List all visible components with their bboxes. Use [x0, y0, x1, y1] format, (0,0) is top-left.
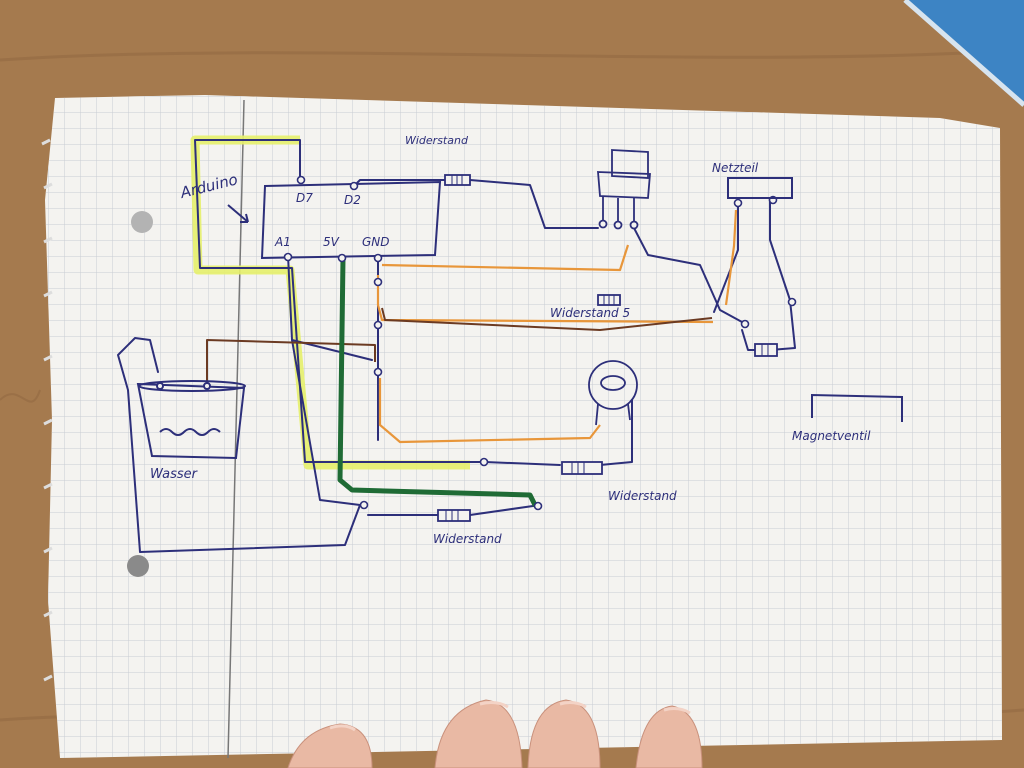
pad-d2	[349, 181, 359, 191]
pad-a1	[283, 252, 293, 262]
label-solenoid-valve: Magnetventil	[792, 429, 871, 443]
buzzer-component	[588, 360, 638, 426]
label-5v: 5V	[323, 235, 340, 249]
wires-orange	[376, 209, 738, 444]
label-d2: D2	[344, 193, 361, 207]
wire-d7	[194, 139, 481, 463]
label-d7: D7	[296, 191, 313, 205]
arduino-arrow	[227, 204, 249, 223]
label-power-supply: Netzteil	[712, 161, 759, 175]
fingers	[287, 699, 703, 768]
water-container	[136, 380, 246, 460]
label-a1: A1	[274, 235, 291, 249]
margin-line	[227, 99, 245, 759]
label-resistor-top: Widerstand	[405, 134, 469, 147]
wires-blue-ink	[117, 139, 796, 553]
power-supply-box	[727, 177, 793, 199]
wire-5v-green	[337, 255, 538, 508]
wires-brown	[206, 307, 713, 384]
punch-hole-bottom	[127, 555, 149, 577]
resistor-supply	[754, 343, 778, 357]
transistor-component	[597, 149, 651, 230]
label-gnd: GND	[362, 235, 390, 249]
label-resistor-mid: Widerstand 5	[550, 306, 630, 320]
resistor-bottom	[437, 509, 471, 522]
solenoid-valve-box	[811, 393, 903, 422]
resistor-mid	[597, 294, 621, 306]
book-corner	[903, 0, 1024, 107]
punch-hole-top	[131, 211, 153, 233]
resistor-right	[561, 461, 603, 475]
pad-5v	[337, 253, 347, 263]
label-water: Wasser	[150, 467, 199, 482]
pin-pads	[283, 175, 797, 511]
resistor-top	[444, 174, 471, 186]
label-resistor-bottom: Widerstand	[433, 532, 502, 546]
resistors	[437, 174, 778, 522]
pad-gnd	[373, 253, 383, 263]
arduino-block	[227, 180, 442, 260]
label-resistor-right: Widerstand	[608, 489, 677, 503]
pad-d7	[296, 175, 306, 185]
